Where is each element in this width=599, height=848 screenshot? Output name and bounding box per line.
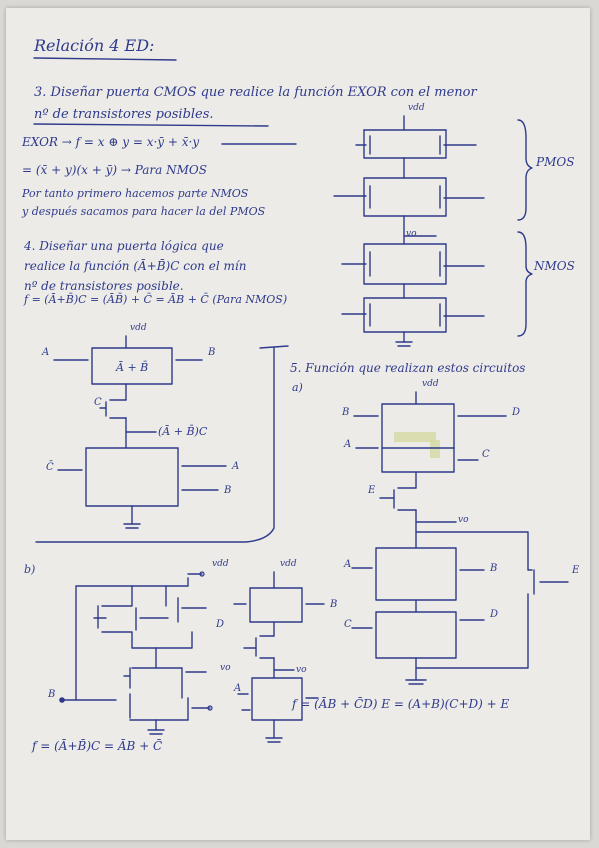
ex3-note-1: Por tanto primero hacemos parte NMOS [22,187,249,200]
ex5-sub-b: b) [24,563,36,576]
ex4-vdd-label: vdd [130,323,147,333]
ex5-result-b2: f = (ĀB + C̄D) E = (A+B)(C+D) + E [292,697,510,711]
ex5-input-c-bottom: C [344,619,352,630]
ex5-title: 5. Función que realizan estos circuitos [290,361,526,375]
highlighter-mark [430,440,440,458]
ex3-underline [33,123,269,127]
ex5-vo-b2: vo [296,665,307,675]
ex4-statement-line2: realice la función (Ā+B̄)C con el mín [24,259,247,273]
ex4-equation: f = (Ā+B̄)C = (ĀB̄) + C̄ = ĀB + C̄ (Para… [24,293,288,306]
ex5-result-b1: f = (Ā+B̄)C = ĀB + C̄ [32,739,163,753]
ex5-vdd-a: vdd [422,379,439,389]
ex3-equation-1: EXOR → f = x ⊕ y = x·ȳ + x̄·y [22,135,200,149]
notebook-page: Relación 4 ED: 3. Diseñar puerta CMOS qu… [6,8,590,840]
page-title: Relación 4 ED: [34,36,155,55]
ex5-input-d-top: D [512,407,521,418]
ex3-equation-2: = (x̄ + y)(x + ȳ) → Para NMOS [22,163,207,177]
ex3-note-2: y después sacamos para hacer la del PMOS [22,205,266,218]
ex4-statement-line1: 4. Diseñar una puerta lógica que [24,239,224,253]
ex5-input-b-top: B [342,407,350,418]
ex5-b-input-b2: B [330,599,338,610]
ex4-input-c: C [94,397,102,408]
ex5-vdd-b1: vdd [212,559,229,569]
ex5b-circuit [59,571,325,743]
ex4-input-b2: B [224,485,232,496]
ex4-input-a: A [42,347,50,358]
ex3-xor-circuit [333,115,533,347]
ex5a-circuit [351,391,569,685]
ex4-input-b: B [208,347,216,358]
ex3-statement-line1: 3. Diseñar puerta CMOS que realice la fu… [34,85,477,100]
ex5-sub-a: a) [292,381,303,394]
ex4-output-label: (Ā + B̄)C [158,425,208,438]
ex5-input-d-bottom: D [490,609,499,620]
ex5-input-e-top: E [368,485,376,496]
ex5-vo-b1: vo [220,663,231,673]
ex5-input-c-top: C [482,449,490,460]
ex5-input-a-top: A [344,439,352,450]
highlighter-mark [394,432,436,442]
ex3-pmos-label: PMOS [536,155,575,169]
ex4-circuit [35,335,289,543]
ex3-nmos-label: NMOS [534,259,575,273]
ex5-b-input-a: A [234,683,242,694]
ex3-vdd-label: vdd [408,103,425,113]
ex4-input-cbar: C̄ [46,462,54,473]
ex3-vo-label: vo [406,229,417,239]
ex5-b-input-d: D [216,619,225,630]
ex4-statement-line3: nº de transistores posible. [24,279,184,293]
handwritten-circuit-diagrams [33,57,569,743]
ex5-vo-a: vo [458,515,469,525]
ex5-input-e-bottom: E [572,565,580,576]
ex3-statement-line2: nº de transistores posibles. [34,107,214,122]
ex5-b-input-b: B [48,689,56,700]
ex4-pull-up-box-label: Ā + B̄ [116,361,149,374]
title-underline [33,57,177,61]
ex5-vdd-b2: vdd [280,559,297,569]
ex5-input-a-bottom: A [344,559,352,570]
ex5-input-b-bottom: B [490,563,498,574]
ex4-input-a2: A [232,461,240,472]
